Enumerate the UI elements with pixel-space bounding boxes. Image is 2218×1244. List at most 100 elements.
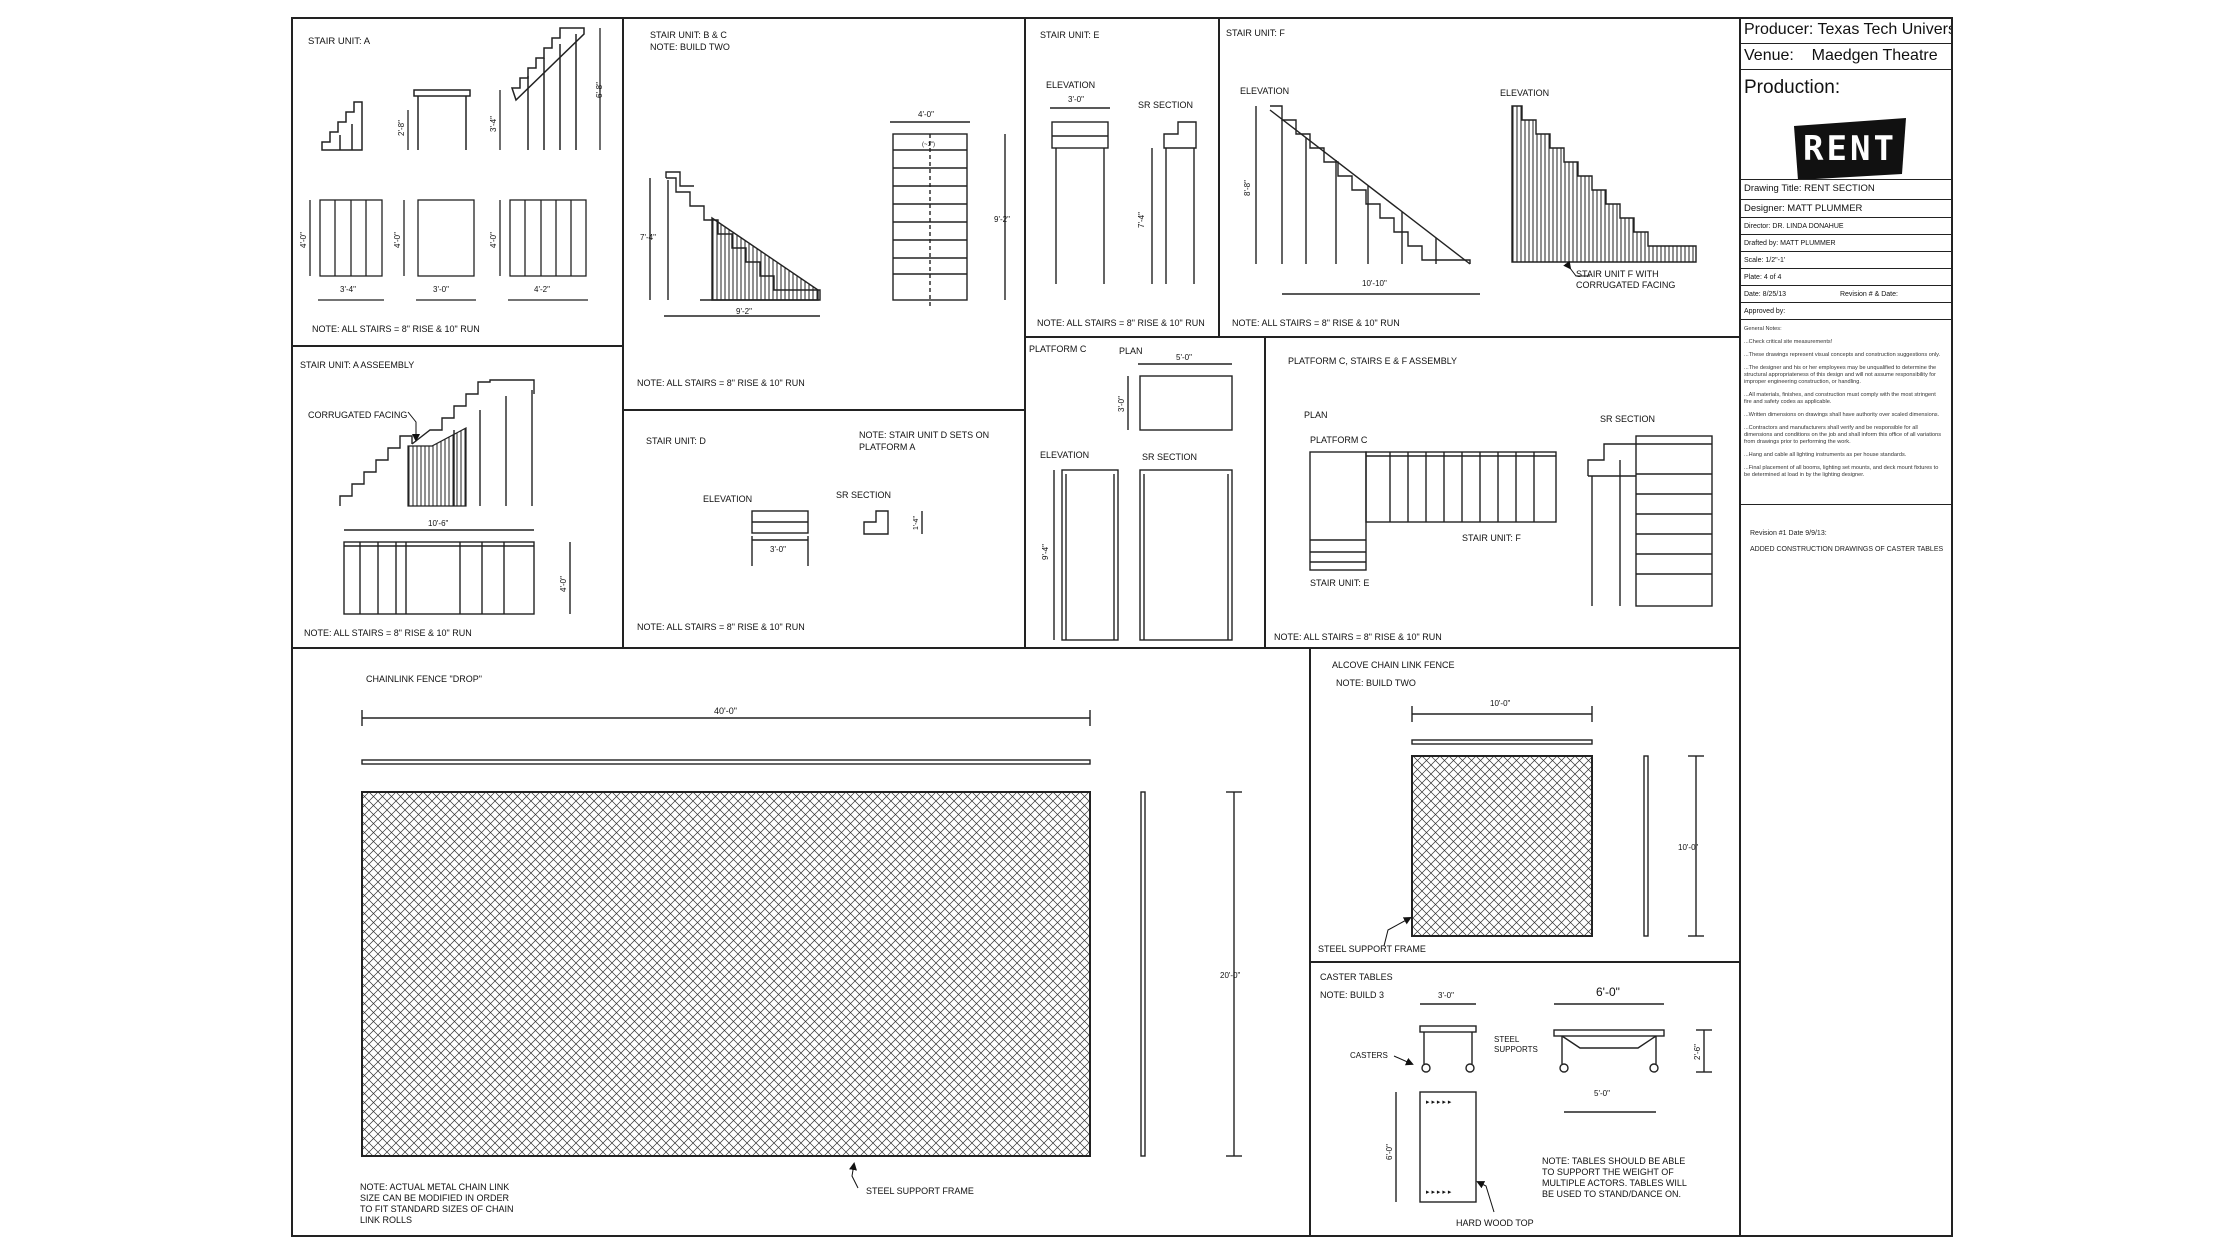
stair-a-dim-8: 3'-4" — [489, 116, 498, 132]
caster-panel: CASTER TABLES NOTE: BUILD 3 3'-0" 6'-0" … — [1320, 972, 1712, 1228]
stair-bc-title: STAIR UNIT: B & C — [650, 30, 727, 40]
revision-line-1: Revision #1 Date 9/9/13: — [1750, 530, 1827, 537]
stair-unit-d-panel: STAIR UNIT: D NOTE: STAIR UNIT D SETS ON… — [637, 430, 989, 632]
caster-dim-2: 6'-0" — [1596, 985, 1620, 999]
caster-note-3: MULTIPLE ACTORS. TABLES WILL — [1542, 1178, 1687, 1188]
svg-text:▸ ▸ ▸ ▸ ▸: ▸ ▸ ▸ ▸ ▸ — [1426, 1189, 1452, 1196]
stair-unit-e-panel: STAIR UNIT: E ELEVATION 3'-0" SR SECTION… — [1037, 30, 1205, 328]
stair-f-note: NOTE: ALL STAIRS = 8" RISE & 10" RUN — [1232, 318, 1400, 328]
stair-a-dim-2: 3'-0" — [433, 285, 449, 294]
stair-f-callout-2: CORRUGATED FACING — [1576, 280, 1675, 290]
stair-a-elevations — [321, 27, 585, 151]
stair-d-title: STAIR UNIT: D — [646, 436, 706, 446]
stair-a-dim-1: 3'-4" — [340, 285, 356, 294]
alcove-dim-1: 10'-0" — [1490, 699, 1511, 708]
caster-steel-1: STEEL — [1494, 1035, 1520, 1044]
stair-bc-dim-left: 7'-4" — [640, 233, 656, 242]
chainlink-fence-drawing — [361, 791, 1091, 1157]
alcove-panel: ALCOVE CHAIN LINK FENCE NOTE: BUILD TWO … — [1318, 660, 1704, 954]
drafted-by: Drafted by: MATT PLUMMER — [1740, 235, 1951, 252]
caster-note-4: BE USED TO STAND/DANCE ON. — [1542, 1189, 1681, 1199]
stair-f-title: STAIR UNIT: F — [1226, 28, 1285, 38]
platform-c-dim-3: 9'-4" — [1041, 544, 1050, 560]
svg-text:▸ ▸ ▸ ▸ ▸: ▸ ▸ ▸ ▸ ▸ — [1426, 1099, 1452, 1106]
assembly-a-title: STAIR UNIT: A ASSEEMBLY — [300, 360, 414, 370]
title-block: Producer: Texas Tech University Venue: M… — [1740, 18, 1951, 1236]
caster-hardwood: HARD WOOD TOP — [1456, 1218, 1534, 1228]
alcove-title: ALCOVE CHAIN LINK FENCE — [1332, 660, 1455, 670]
alcove-callout: STEEL SUPPORT FRAME — [1318, 944, 1426, 954]
stair-f-elevation-1: ELEVATION — [1240, 86, 1289, 96]
chainlink-note-2: SIZE CAN BE MODIFIED IN ORDER — [360, 1193, 510, 1203]
assembly-cef-plan: PLAN — [1304, 410, 1328, 420]
stair-f-dim-2: 10'-10" — [1362, 279, 1387, 288]
stair-d-elevation: ELEVATION — [703, 494, 752, 504]
assembly-cef-sr: SR SECTION — [1600, 414, 1655, 424]
caster-casters: CASTERS — [1350, 1051, 1388, 1060]
scale: Scale: 1/2"-1' — [1740, 252, 1951, 269]
stair-d-dim-1: 3'-0" — [770, 545, 786, 554]
stair-d-dim-2: 1'-4" — [913, 516, 920, 530]
stair-unit-f-panel: STAIR UNIT: F ELEVATION ELEVATION 8'-8" … — [1226, 28, 1697, 328]
stair-bc-dim-top: 4'-0" — [918, 110, 934, 119]
chainlink-note-4: LINK ROLLS — [360, 1215, 412, 1225]
stair-d-sr: SR SECTION — [836, 490, 891, 500]
producer-row: Producer: Texas Tech University — [1740, 18, 1951, 44]
stair-e-dim-1: 3'-0" — [1068, 95, 1084, 104]
platform-c-sr: SR SECTION — [1142, 452, 1197, 462]
chainlink-callout: STEEL SUPPORT FRAME — [866, 1186, 974, 1196]
revision-label: Revision # & Date: — [1839, 291, 1898, 298]
stair-a-dim-9: 6'-8" — [595, 82, 604, 98]
caster-note-2: TO SUPPORT THE WEIGHT OF — [1542, 1167, 1674, 1177]
caster-steel-2: SUPPORTS — [1494, 1045, 1538, 1054]
caster-note-1: NOTE: TABLES SHOULD BE ABLE — [1542, 1156, 1685, 1166]
stair-f-callout: STAIR UNIT F WITH — [1576, 269, 1659, 279]
director: Director: DR. LINDA DONAHUE — [1740, 218, 1951, 235]
assembly-a-note: NOTE: ALL STAIRS = 8" RISE & 10" RUN — [304, 628, 472, 638]
drawing-title: Drawing Title: RENT SECTION — [1740, 180, 1951, 200]
stair-e-dim-2: 7'-4" — [1137, 212, 1146, 228]
stair-a-dim-7: 2'-8" — [397, 120, 406, 136]
general-note-item: ...All materials, finishes, and construc… — [1744, 392, 1936, 405]
rent-logo: RENT — [1794, 118, 1906, 179]
stair-a-dim-4: 4'-0" — [299, 232, 308, 248]
general-note-item: ...Final placement of all booms, lightin… — [1744, 465, 1939, 478]
plate: Plate: 4 of 4 — [1740, 269, 1951, 286]
stair-bc-dim-bottom: 9'-2" — [736, 307, 752, 316]
stair-e-sr: SR SECTION — [1138, 100, 1193, 110]
general-note-item: ...Written dimensions on drawings shall … — [1744, 412, 1940, 418]
caster-subtitle: NOTE: BUILD 3 — [1320, 990, 1384, 1000]
caster-dim-4: 5'-0" — [1594, 1089, 1610, 1098]
producer-value: Texas Tech University — [1817, 21, 1951, 38]
venue-value: Maedgen Theatre — [1811, 47, 1938, 64]
approved-by: Approved by: — [1740, 303, 1951, 320]
designer: Designer: MATT PLUMMER — [1740, 200, 1951, 218]
assembly-cef-stair-f: STAIR UNIT: F — [1462, 533, 1521, 543]
chainlink-dim-2: 20'-0" — [1220, 971, 1241, 980]
assembly-a-dim-2: 4'-0" — [559, 576, 568, 592]
chainlink-note-1: NOTE: ACTUAL METAL CHAIN LINK — [360, 1182, 509, 1192]
stair-bc-dim-small: (~1") — [922, 142, 935, 148]
general-notes-heading: General Notes: — [1744, 326, 1782, 332]
rent-logo-text: RENT — [1803, 129, 1897, 169]
general-note-item: ...Contractors and manufacturers shall v… — [1744, 425, 1942, 445]
stair-e-note: NOTE: ALL STAIRS = 8" RISE & 10" RUN — [1037, 318, 1205, 328]
assembly-a-dim-1: 10'-6" — [428, 519, 449, 528]
venue-row: Venue: Maedgen Theatre — [1740, 44, 1951, 70]
stair-bc-dim-right: 9'-2" — [994, 215, 1010, 224]
caster-dim-1: 3'-0" — [1438, 991, 1454, 1000]
chainlink-title: CHAINLINK FENCE "DROP" — [366, 674, 482, 684]
stair-d-note: NOTE: ALL STAIRS = 8" RISE & 10" RUN — [637, 622, 805, 632]
assembly-cef-title: PLATFORM C, STAIRS E & F ASSEMBLY — [1288, 356, 1457, 366]
assembly-cef-panel: PLATFORM C, STAIRS E & F ASSEMBLY PLAN P… — [1274, 356, 1713, 642]
general-note-item: ...The designer and his or her employees… — [1744, 365, 1937, 385]
alcove-subtitle: NOTE: BUILD TWO — [1336, 678, 1416, 688]
general-note-item: ...These drawings represent visual conce… — [1744, 352, 1941, 358]
assembly-cef-platform-c: PLATFORM C — [1310, 435, 1368, 445]
platform-c-plan: PLAN — [1119, 346, 1143, 356]
stair-a-assembly-panel: STAIR UNIT: A ASSEEMBLY CORRUGATED FACIN… — [300, 360, 571, 638]
date-row: Date: 8/25/13 Revision # & Date: — [1740, 286, 1951, 303]
assembly-cef-stair-e: STAIR UNIT: E — [1310, 578, 1369, 588]
platform-c-elevation: ELEVATION — [1040, 450, 1089, 460]
